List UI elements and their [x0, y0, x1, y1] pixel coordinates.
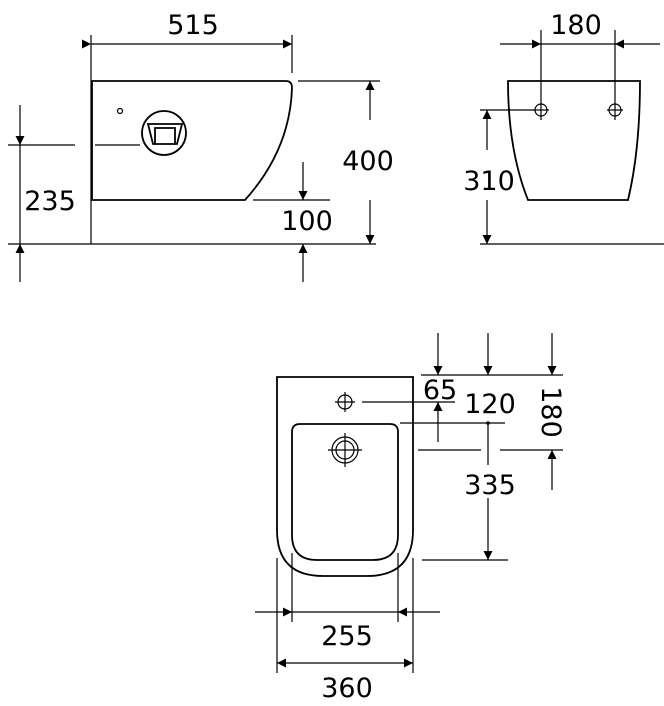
- dim-360: 360: [321, 673, 373, 704]
- tap-hole-icon: [335, 392, 355, 412]
- dim-120: 120: [464, 389, 516, 420]
- dim-65: 65: [423, 375, 457, 406]
- dim-outlet-235: 235: [24, 186, 76, 217]
- dim-height-400: 400: [342, 146, 394, 177]
- dim-hole-spacing-180: 180: [550, 10, 602, 41]
- top-view: 65 120 335 180 255 360: [255, 333, 566, 704]
- dim-255: 255: [321, 621, 373, 652]
- outlet-icon: [141, 110, 187, 156]
- side-view-outline: [91, 80, 293, 201]
- drain-icon: [328, 433, 362, 467]
- top-view-outer-outline: [276, 376, 414, 577]
- dim-180: 180: [535, 386, 566, 438]
- dim-335: 335: [464, 470, 516, 501]
- side-view: 515 400 235 100: [8, 10, 394, 282]
- small-hole-icon: [116, 107, 124, 115]
- front-view: 180 310: [463, 10, 664, 245]
- top-view-bowl-outline: [291, 423, 399, 561]
- dim-hole-height-310: 310: [463, 166, 515, 197]
- tap-hole-left-icon: [533, 30, 549, 120]
- front-view-outline: [507, 80, 641, 201]
- dim-width-515: 515: [167, 10, 219, 41]
- dim-bottom-100: 100: [281, 206, 333, 237]
